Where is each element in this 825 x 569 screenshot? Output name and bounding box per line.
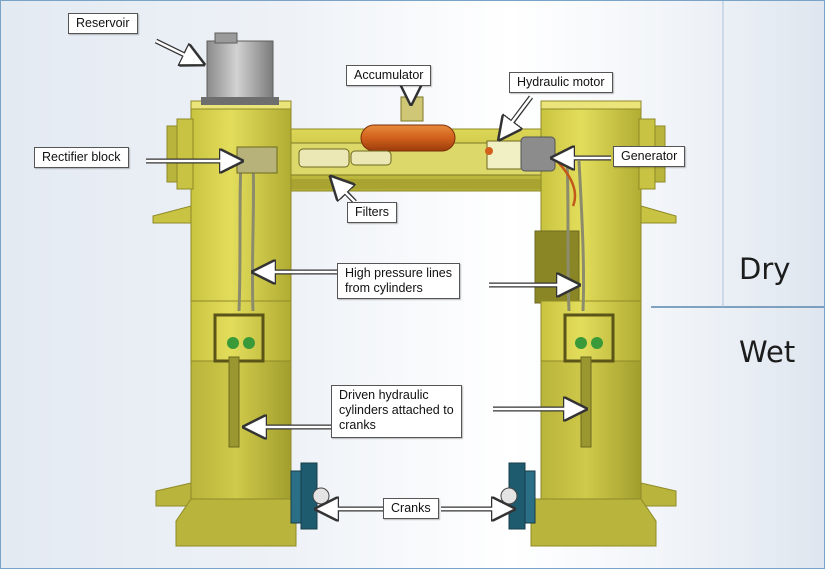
callout-generator: Generator xyxy=(613,146,686,167)
callout-hydraulic-motor: Hydraulic motor xyxy=(509,72,613,93)
callout-driven-hydraulic-cylinders: Driven hydraulic cylinders attached to c… xyxy=(331,385,462,438)
callout-line: cranks xyxy=(339,418,376,432)
zone-label-dry: Dry xyxy=(739,252,791,286)
accumulator-vessel xyxy=(360,96,456,152)
callout-filters: Filters xyxy=(347,202,398,223)
callout-cranks: Cranks xyxy=(383,498,439,519)
right-column xyxy=(530,100,677,547)
crank-assemblies xyxy=(290,462,536,530)
callout-line: cylinders attached to xyxy=(339,403,454,417)
callout-line: from cylinders xyxy=(345,281,423,295)
callout-rectifier-block: Rectifier block xyxy=(34,147,129,168)
callout-line: Driven hydraulic xyxy=(339,388,429,402)
callout-reservoir: Reservoir xyxy=(68,13,138,34)
generator-and-motor xyxy=(485,136,556,172)
reservoir-tank xyxy=(201,32,279,105)
callout-accumulator: Accumulator xyxy=(346,65,432,86)
zone-label-wet: Wet xyxy=(739,335,796,369)
callout-high-pressure-lines: High pressure lines from cylinders xyxy=(337,263,460,299)
callout-line: High pressure lines xyxy=(345,266,452,280)
